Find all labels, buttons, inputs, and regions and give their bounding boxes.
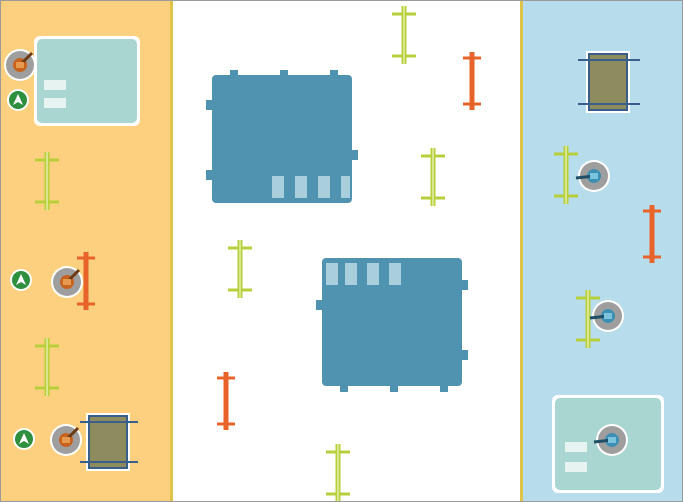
supply-crate [80, 413, 138, 471]
unit-blue-1[interactable] [574, 158, 612, 194]
player-badge-1[interactable] [7, 89, 29, 111]
player-badge-3[interactable] [13, 428, 35, 450]
fence-green [326, 444, 350, 502]
player-badge-2[interactable] [10, 269, 32, 291]
fence-orange [217, 372, 235, 430]
fence-green [421, 148, 445, 206]
fence-green [35, 338, 59, 396]
unit-orange-3[interactable] [48, 422, 84, 458]
fence-orange [463, 52, 481, 110]
unit-orange-1[interactable] [2, 47, 38, 83]
fence-green [554, 146, 578, 204]
blue-building [316, 258, 468, 392]
fence-green [228, 240, 252, 298]
fence-green [392, 6, 416, 64]
fence-orange [643, 205, 661, 263]
teal-building [34, 36, 140, 126]
blue-building [206, 70, 358, 203]
fence-green [35, 152, 59, 210]
unit-blue-2[interactable] [588, 298, 626, 334]
supply-crate [578, 51, 640, 113]
unit-orange-2[interactable] [49, 264, 85, 300]
